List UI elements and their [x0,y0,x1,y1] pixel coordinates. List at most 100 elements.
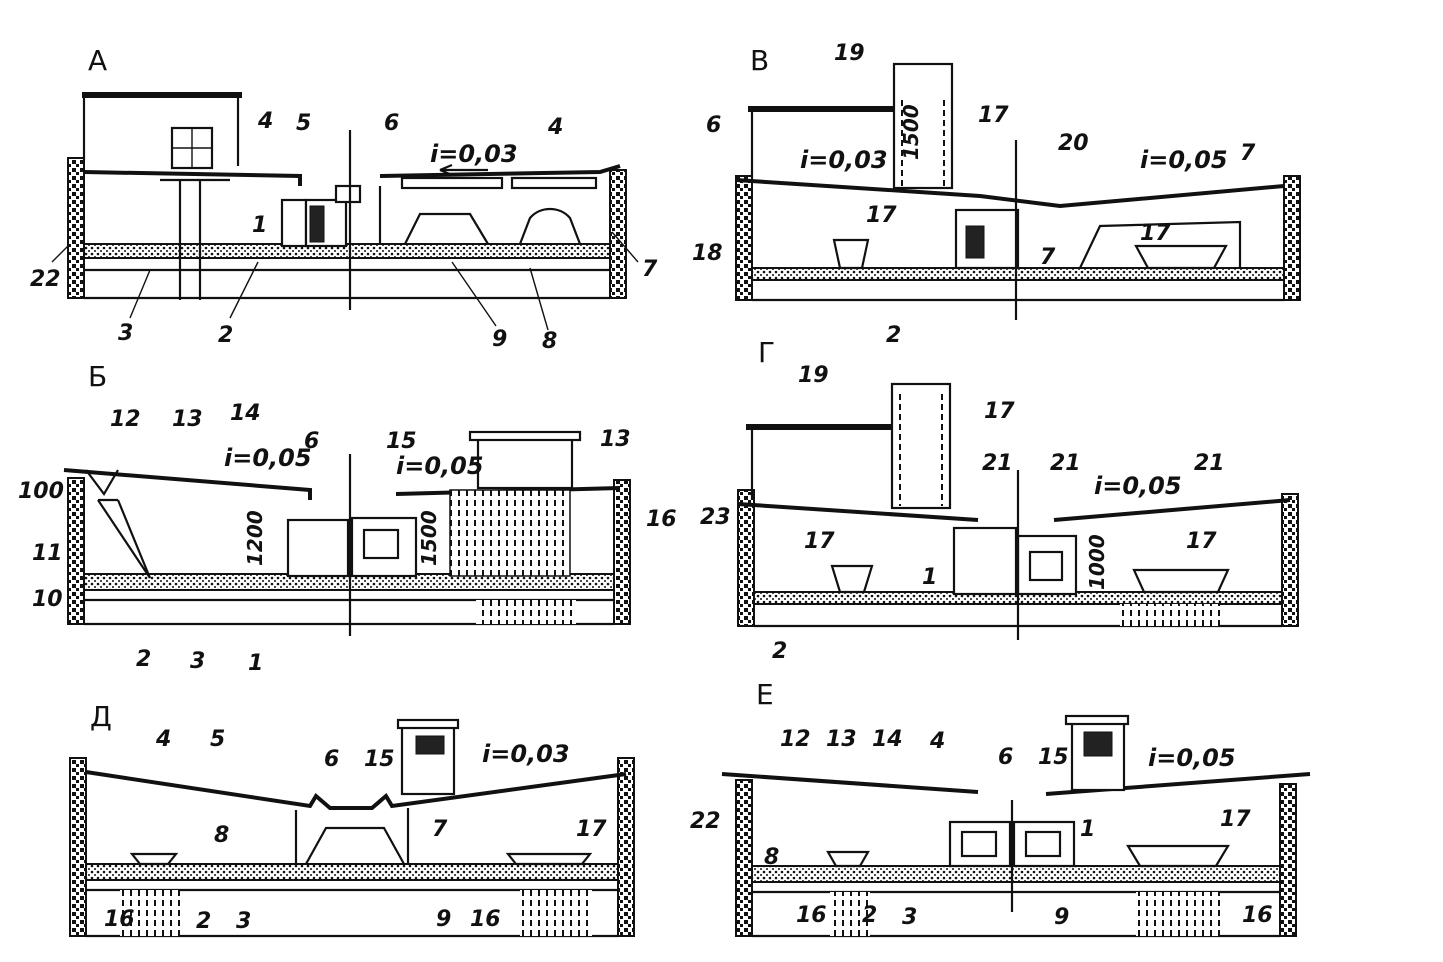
roof-left [63,468,312,500]
callout-label: 16 [470,907,501,932]
panel-e-labels: 12 13 14 4 6 15 1 17 22 8 2 3 9 16 16 [690,727,1273,930]
callout-label: 1 [922,565,937,590]
panel-g-dim: 1000 [1085,534,1109,590]
callout-label: 22 [690,809,721,834]
callout-label: 17 [1220,807,1251,832]
callout-label: 1 [248,651,263,676]
panel-v-title: В [750,44,769,77]
panel-b-slope2: i=0,05 [396,452,484,480]
panel-b: Б i=0,05 i=0,05 100 1200 1500 12 13 14 6… [18,360,677,676]
panel-v-slope1: i=0,03 [800,146,888,174]
callout-label: 7 [642,257,658,282]
panel-v-labels: 19 17 6 18 17 20 7 7 17 2 [692,41,1256,348]
callout-label: 21 [1050,451,1081,476]
callout-label: 23 [700,505,731,530]
callout-label: 15 [386,429,417,454]
callout-label: 16 [796,903,827,928]
callout-label: 7 [432,817,448,842]
callout-label: 3 [236,909,251,934]
callout-label: 6 [324,747,339,772]
panel-d-title: Д [90,700,112,733]
callout-label: 16 [1242,903,1273,928]
callout-label: 18 [692,241,723,266]
callout-label: 17 [978,103,1009,128]
wall-right [609,169,627,299]
callout-label: 21 [982,451,1013,476]
callout-label: 2 [772,639,787,664]
callout-label: 9 [436,907,451,932]
callout-label: 17 [576,817,607,842]
panel-b-labels: 12 13 14 6 15 13 11 10 2 3 1 16 [32,401,677,676]
wall-right [613,479,631,625]
callout-label: 15 [1038,745,1069,770]
callout-label: 16 [104,907,135,932]
roof-left [83,170,302,186]
callout-label: 17 [1186,529,1217,554]
callout-label: 2 [218,323,233,348]
panel-e: Е i=0,05 12 13 14 4 6 15 1 17 22 8 [690,678,1311,938]
callout-label: 7 [1040,245,1056,270]
roof-tower [82,92,242,98]
panel-a: А i=0,03 2 [30,44,658,354]
panel-g-title: Г [758,336,775,369]
panel-v: В i=0,03 i=0,05 1500 19 17 6 18 17 20 7 … [692,41,1301,348]
panel-a-labels: 22 3 2 1 4 5 6 4 7 8 9 [30,109,658,354]
panel-b-title: Б [88,360,107,393]
callout-label: 6 [304,429,319,454]
callout-label: 16 [646,507,677,532]
callout-label: 14 [872,727,903,752]
panel-a-slope: i=0,03 [430,140,518,168]
callout-label: 12 [110,407,141,432]
callout-label: 3 [118,321,133,346]
callout-label: 9 [492,327,507,352]
callout-label: 8 [542,329,557,354]
callout-label: 14 [230,401,261,426]
panel-d: Д i=0,03 4 5 6 15 7 17 8 2 3 9 16 16 [69,700,635,938]
callout-label: 6 [384,111,399,136]
callout-label: 2 [886,323,901,348]
callout-label: 2 [136,647,151,672]
callout-label: 20 [1058,131,1089,156]
wall-left [67,477,85,625]
callout-label: 2 [196,909,211,934]
callout-label: 19 [798,363,829,388]
callout-label: 17 [1140,221,1171,246]
callout-label: 4 [547,115,563,140]
panel-d-slope: i=0,03 [482,740,570,768]
callout-label: 5 [296,111,311,136]
callout-label: 9 [1054,905,1069,930]
panel-g: Г i=0,05 1000 19 17 21 21 21 23 17 1 17 … [700,336,1299,664]
callout-label: 10 [32,587,63,612]
panel-e-slope: i=0,05 [1148,744,1236,772]
callout-label: 4 [929,729,945,754]
callout-label: 17 [984,399,1015,424]
callout-label: 13 [172,407,203,432]
callout-label: 21 [1194,451,1225,476]
panel-d-labels: 4 5 6 15 7 17 8 2 3 9 16 16 [104,727,607,934]
panel-b-slope1: i=0,05 [224,444,312,472]
callout-label: 17 [804,529,835,554]
callout-label: 1 [252,213,267,238]
callout-label: 3 [190,649,205,674]
callout-label: 4 [257,109,273,134]
panel-v-slope2: i=0,05 [1140,146,1228,174]
callout-label: 5 [210,727,225,752]
callout-label: 8 [214,823,229,848]
callout-label: 6 [706,113,721,138]
callout-label: 1 [1080,817,1095,842]
panel-b-dim1500: 1500 [417,510,441,566]
callout-label: 22 [30,267,61,292]
callout-label: 8 [764,845,779,870]
callout-label: 4 [155,727,171,752]
panel-g-labels: 19 17 21 21 21 23 17 1 17 2 [700,363,1225,664]
panel-a-title: А [88,44,107,77]
callout-label: 13 [600,427,631,452]
panel-v-dim: 1500 [899,104,923,160]
wall-left [67,157,85,299]
callout-label: 3 [902,905,917,930]
panel-b-dim1200: 1200 [243,510,267,566]
panel-b-dim100: 100 [18,479,64,504]
callout-label: 2 [862,903,877,928]
